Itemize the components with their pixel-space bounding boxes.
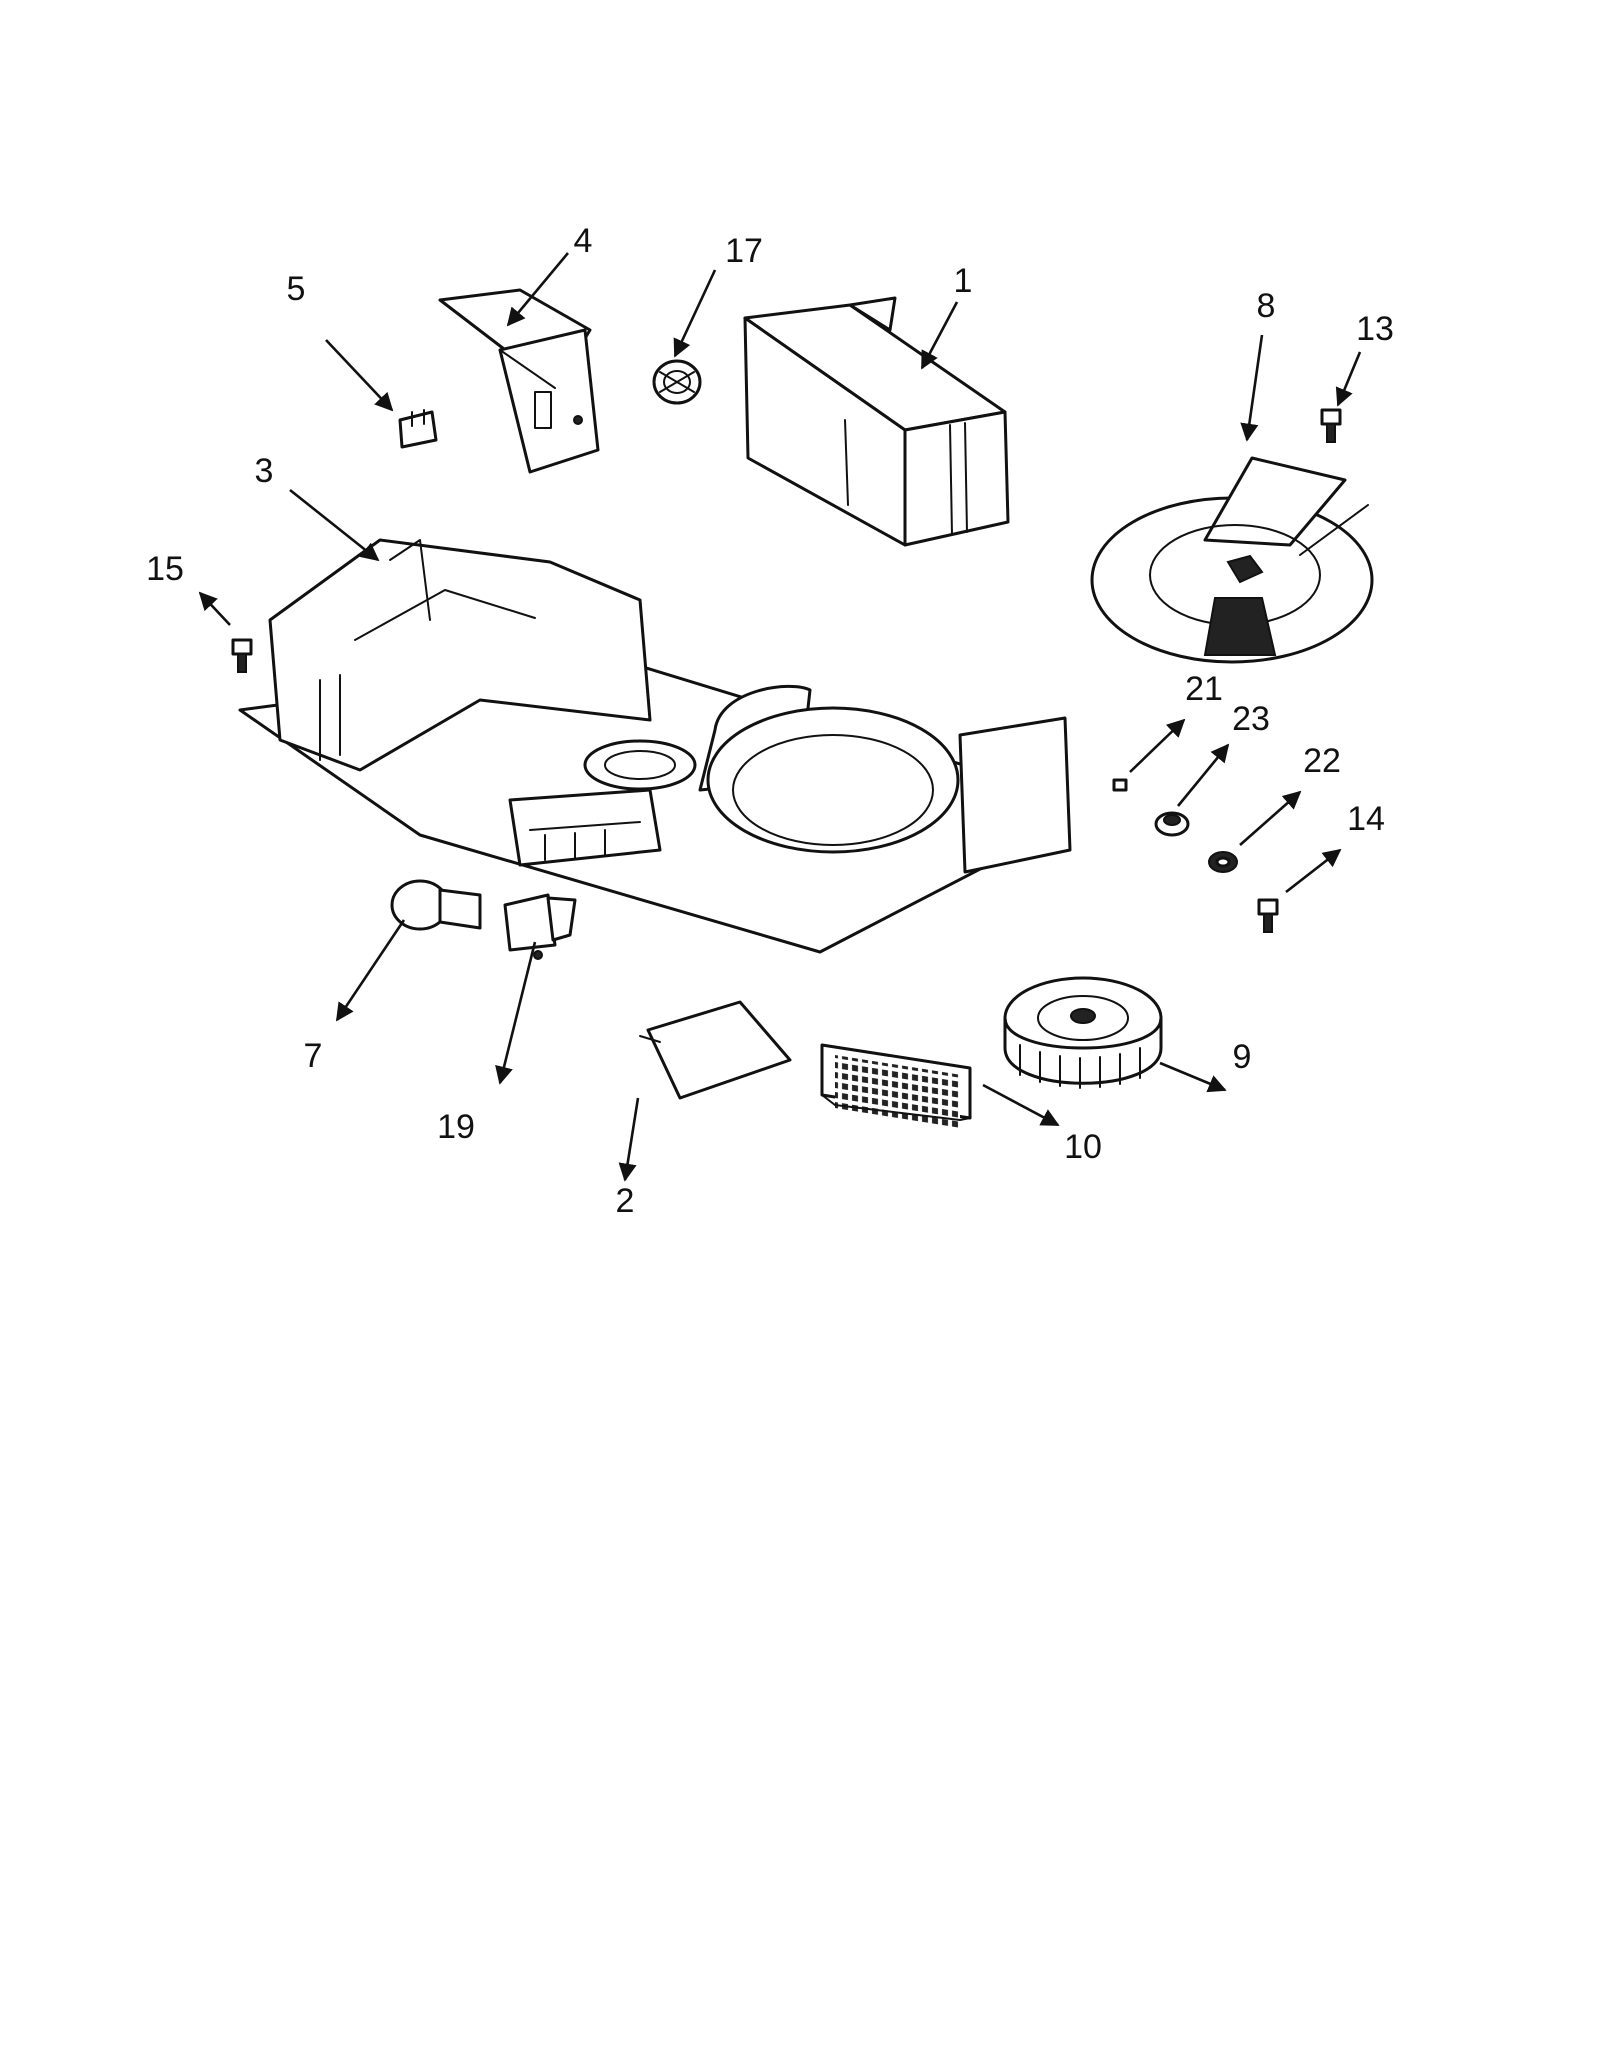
part-5-clip xyxy=(398,409,438,449)
part-21-nut xyxy=(1112,778,1128,792)
part-14-screw xyxy=(1257,898,1279,933)
part-22-nut xyxy=(1208,851,1238,873)
callout-5: 5 xyxy=(287,270,306,308)
callout-13: 13 xyxy=(1356,310,1394,348)
part-19-lamp-socket xyxy=(503,893,577,960)
callout-8: 8 xyxy=(1257,287,1276,325)
part-4-bracket xyxy=(438,288,600,474)
callout-22: 22 xyxy=(1303,742,1341,780)
callout-2: 2 xyxy=(616,1182,635,1220)
part-23-cap-nut xyxy=(1154,811,1190,837)
callout-14: 14 xyxy=(1347,800,1385,838)
callout-21: 21 xyxy=(1185,670,1223,708)
part-13-screw xyxy=(1320,408,1342,443)
callout-3: 3 xyxy=(255,452,274,490)
part-7-lamp xyxy=(390,879,482,931)
part-10-grille-filter xyxy=(820,1043,972,1130)
callout-23: 23 xyxy=(1232,700,1270,738)
part-3-base xyxy=(238,538,1072,954)
part-2-cover-plate xyxy=(639,1000,792,1100)
part-17-fan-motor xyxy=(652,359,702,405)
callout-7: 7 xyxy=(304,1037,323,1075)
callout-4: 4 xyxy=(574,222,593,260)
callout-17: 17 xyxy=(725,232,763,270)
leader-lines xyxy=(198,252,1362,1182)
callout-10: 10 xyxy=(1064,1128,1102,1166)
callout-1: 1 xyxy=(954,262,973,300)
part-9-blower-wheel xyxy=(1003,976,1163,1089)
part-8-scroll-housing xyxy=(1090,456,1374,664)
callout-15: 15 xyxy=(146,550,184,588)
part-15-screw xyxy=(231,638,253,673)
callout-9: 9 xyxy=(1233,1038,1252,1076)
part-1-duct xyxy=(743,296,1010,547)
callout-19: 19 xyxy=(437,1108,475,1146)
